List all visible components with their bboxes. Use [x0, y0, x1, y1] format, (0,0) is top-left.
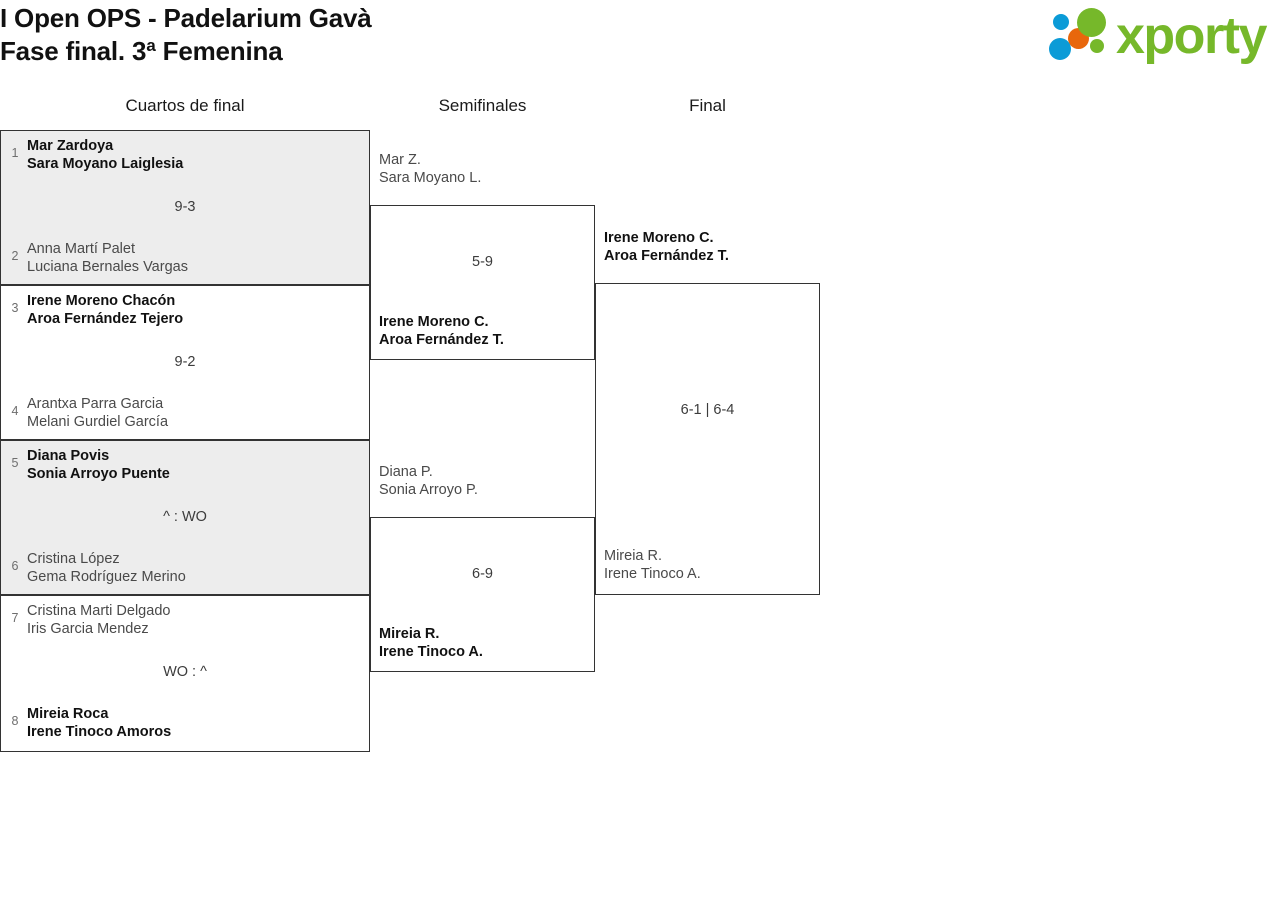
player-name: Sara Moyano L.	[379, 170, 482, 186]
player-name: Arantxa Parra Garcia	[27, 396, 164, 412]
team-top[interactable]: Mar Zardoya Sara Moyano Laiglesia	[1, 137, 369, 173]
match-quarterfinal-2[interactable]: 3 Irene Moreno Chacón Aroa Fernández Tej…	[0, 285, 370, 440]
match-score: 9-3	[174, 199, 196, 215]
xporty-logo[interactable]: xporty	[1048, 6, 1276, 68]
match-final[interactable]: Irene Moreno C. Aroa Fernández T. 6-1 | …	[595, 230, 820, 595]
player-name: Anna Martí Palet	[27, 241, 135, 257]
team-top[interactable]: Diana Povis Sonia Arroyo Puente	[1, 447, 369, 483]
team-top[interactable]: Mar Z. Sara Moyano L.	[371, 151, 594, 187]
player-name: Diana Povis	[27, 448, 110, 464]
logo-wordmark: xporty	[1116, 7, 1267, 65]
player-name: Mireia R.	[379, 626, 440, 642]
logo-dot-green-large	[1077, 8, 1106, 37]
match-quarterfinal-3[interactable]: 5 Diana Povis Sonia Arroyo Puente ^ : WO…	[0, 440, 370, 595]
player-name: Melani Gurdiel García	[27, 414, 169, 430]
player-name: Irene Tinoco A.	[379, 644, 483, 660]
seed-number: 8	[11, 714, 19, 728]
player-name: Cristina López	[27, 551, 120, 567]
team-bottom[interactable]: Mireia Roca Irene Tinoco Amoros	[1, 705, 369, 741]
player-name: Mar Zardoya	[27, 138, 114, 154]
seed-number: 2	[11, 249, 19, 263]
player-name: Gema Rodríguez Merino	[27, 569, 186, 585]
team-top[interactable]: Irene Moreno C. Aroa Fernández T.	[596, 229, 819, 265]
player-name: Cristina Marti Delgado	[27, 603, 171, 619]
player-name: Diana P.	[379, 464, 433, 480]
team-top[interactable]: Cristina Marti Delgado Iris Garcia Mende…	[1, 602, 369, 638]
round-header-quarterfinals: Cuartos de final	[125, 96, 245, 115]
player-name: Irene Tinoco Amoros	[27, 724, 172, 740]
page-title: I Open OPS - Padelarium Gavà Fase final.…	[0, 2, 372, 68]
player-name: Irene Moreno C.	[379, 314, 489, 330]
player-name: Irene Tinoco A.	[604, 566, 701, 582]
seed-number: 4	[11, 404, 19, 418]
player-name: Luciana Bernales Vargas	[27, 259, 188, 275]
seed-number: 1	[11, 146, 19, 160]
player-name: Sonia Arroyo Puente	[27, 466, 170, 482]
page-header: I Open OPS - Padelarium Gavà Fase final.…	[0, 0, 1280, 75]
team-bottom[interactable]: Cristina López Gema Rodríguez Merino	[1, 550, 369, 586]
logo-dots-icon	[1048, 6, 1124, 68]
team-bottom[interactable]: Mireia R. Irene Tinoco A.	[371, 625, 594, 661]
team-top[interactable]: Diana P. Sonia Arroyo P.	[371, 463, 594, 499]
logo-dot-blue-small	[1053, 14, 1069, 30]
player-name: Iris Garcia Mendez	[27, 621, 149, 637]
seed-number: 3	[11, 301, 19, 315]
player-name: Aroa Fernández T.	[604, 248, 729, 264]
match-quarterfinal-4[interactable]: 7 Cristina Marti Delgado Iris Garcia Men…	[0, 595, 370, 752]
match-score: 6-1 | 6-4	[680, 402, 735, 418]
match-score: 9-2	[174, 354, 196, 370]
tournament-bracket: 1 Mar Zardoya Sara Moyano Laiglesia 9-3 …	[0, 130, 830, 755]
player-name: Sara Moyano Laiglesia	[27, 156, 184, 172]
match-semifinal-1[interactable]: Mar Z. Sara Moyano L. 5-9 Irene Moreno C…	[370, 152, 595, 360]
player-name: Sonia Arroyo P.	[379, 482, 478, 498]
match-score: 5-9	[472, 254, 493, 270]
player-name: Irene Moreno Chacón	[27, 293, 176, 309]
match-semifinal-2[interactable]: Diana P. Sonia Arroyo P. 6-9 Mireia R. I…	[370, 464, 595, 672]
tournament-phase: Fase final. 3ª Femenina	[0, 36, 283, 66]
match-score: WO : ^	[163, 664, 207, 680]
player-name: Aroa Fernández Tejero	[27, 311, 184, 327]
team-top[interactable]: Irene Moreno Chacón Aroa Fernández Tejer…	[1, 292, 369, 328]
round-header-final: Final	[689, 96, 726, 115]
player-name: Mar Z.	[379, 152, 421, 168]
seed-number: 7	[11, 611, 19, 625]
match-score: ^ : WO	[163, 509, 207, 525]
player-name: Aroa Fernández T.	[379, 332, 504, 348]
match-score: 6-9	[472, 566, 493, 582]
tournament-name: I Open OPS - Padelarium Gavà	[0, 3, 372, 33]
player-name: Mireia R.	[604, 548, 663, 564]
logo-dot-blue-large	[1049, 38, 1071, 60]
team-bottom[interactable]: Anna Martí Palet Luciana Bernales Vargas	[1, 240, 369, 276]
team-bottom[interactable]: Irene Moreno C. Aroa Fernández T.	[371, 313, 594, 349]
match-quarterfinal-1[interactable]: 1 Mar Zardoya Sara Moyano Laiglesia 9-3 …	[0, 130, 370, 285]
player-name: Mireia Roca	[27, 706, 109, 722]
round-header-semifinals: Semifinales	[438, 96, 527, 115]
logo-dot-green-small	[1090, 39, 1104, 53]
seed-number: 6	[11, 559, 19, 573]
team-bottom[interactable]: Arantxa Parra Garcia Melani Gurdiel Garc…	[1, 395, 369, 431]
player-name: Irene Moreno C.	[604, 230, 714, 246]
seed-number: 5	[11, 456, 19, 470]
team-bottom[interactable]: Mireia R. Irene Tinoco A.	[596, 547, 819, 583]
